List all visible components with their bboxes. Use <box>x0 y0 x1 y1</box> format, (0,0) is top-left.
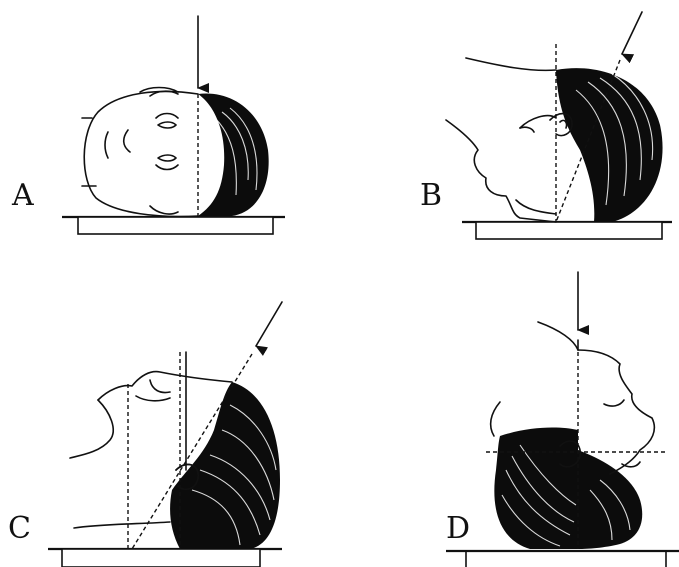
panel-d-hair-right <box>578 450 642 549</box>
panel-d-hair <box>494 428 578 549</box>
panel-a: A <box>11 16 285 234</box>
panel-d-face-outline <box>538 322 578 350</box>
panel-c-label: C <box>8 511 31 546</box>
panel-b-label: B <box>420 178 442 213</box>
panel-b-face-outline <box>466 58 556 70</box>
panel-c-face-outline <box>98 372 232 400</box>
panel-a-label: A <box>11 178 34 213</box>
panel-a-table <box>78 217 273 234</box>
panel-b-table <box>476 222 662 239</box>
panel-b-ray <box>622 12 642 54</box>
panel-c-table <box>62 549 260 567</box>
panel-c: C <box>8 302 282 567</box>
panel-a-face-outline <box>84 91 198 216</box>
panel-b-hair <box>556 68 663 222</box>
panel-b: B <box>420 12 672 239</box>
panel-d-label: D <box>446 511 470 546</box>
panel-d: D <box>446 272 679 567</box>
panel-c-ray <box>256 302 282 346</box>
